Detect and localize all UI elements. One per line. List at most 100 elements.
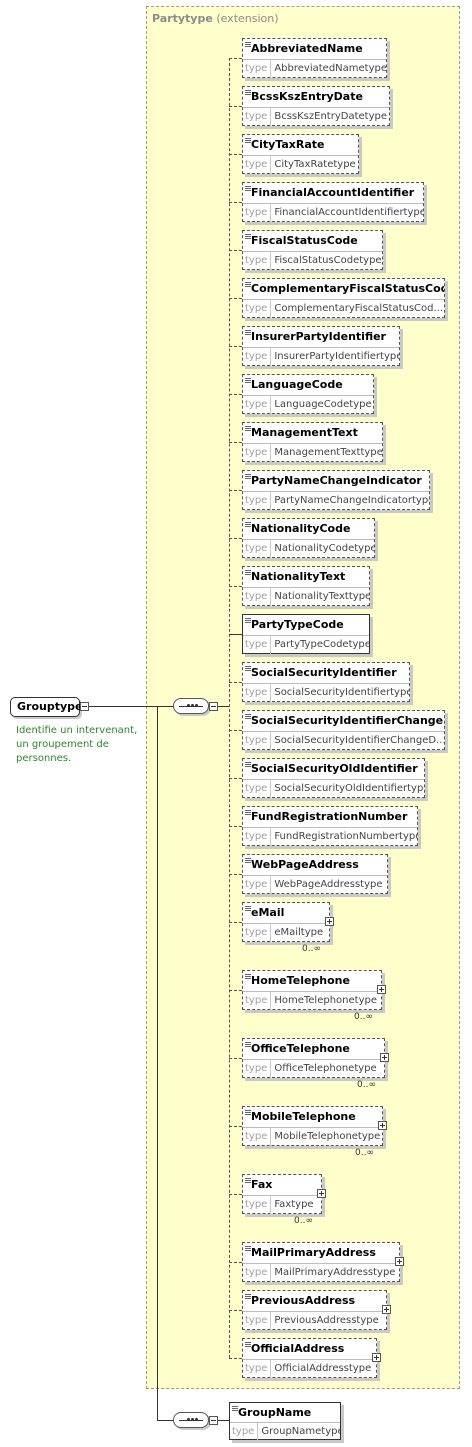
cardinality-label: 0..∞ <box>355 1148 374 1158</box>
element-connector <box>229 1310 242 1311</box>
element-name: WebPageAddress <box>251 858 359 871</box>
list-icon-bar <box>245 668 251 669</box>
type-value: BcssKszEntryDatetype <box>274 111 387 122</box>
expand-icon[interactable] <box>380 1053 389 1062</box>
element-name: FundRegistrationNumber <box>251 810 408 823</box>
type-value: HomeTelephonetype <box>274 995 377 1006</box>
cardinality-label: 0..∞ <box>302 944 321 954</box>
list-icon-bar <box>245 1246 251 1247</box>
element-connector <box>229 58 242 59</box>
list-icon-bar <box>245 1294 251 1295</box>
expand-icon[interactable] <box>395 1257 404 1266</box>
list-icon-bar <box>245 382 251 383</box>
list-icon-bar <box>245 862 251 863</box>
element-connector <box>229 202 242 203</box>
element-connector <box>229 778 242 779</box>
element-name: SocialSecurityOldIdentifier <box>251 762 418 775</box>
element-list-icon <box>245 378 251 384</box>
type-value: PreviousAddresstype <box>274 1315 379 1326</box>
element-name: HomeTelephone <box>251 974 350 987</box>
sequence-dot <box>191 704 194 707</box>
list-icon-bar <box>245 858 251 859</box>
element-name: FiscalStatusCode <box>251 234 358 247</box>
list-icon-bar <box>245 330 251 331</box>
type-keyword: type <box>243 60 272 78</box>
element-name: eMail <box>251 906 285 919</box>
expand-icon[interactable] <box>325 917 334 926</box>
element-list-icon <box>245 426 251 432</box>
list-icon-bar <box>245 622 251 623</box>
expand-icon[interactable] <box>372 1353 381 1362</box>
root-element[interactable]: Grouptype <box>10 697 83 717</box>
element-name: InsurerPartyIdentifier <box>251 330 386 343</box>
element-connector <box>229 586 242 587</box>
expand-icon[interactable] <box>378 1121 387 1130</box>
list-icon-bar <box>245 522 251 523</box>
type-value: PartyNameChangeIndicatortype <box>274 495 429 506</box>
element-list-icon <box>245 1178 251 1184</box>
sequence-compositor[interactable] <box>173 698 209 714</box>
list-icon-bar <box>245 1298 251 1299</box>
type-keyword: type <box>243 444 272 462</box>
element-name: SocialSecurityIdentifier <box>251 666 397 679</box>
element-name: SocialSecurityIdentifierChangeD... <box>251 714 444 727</box>
expand-icon[interactable] <box>382 1305 391 1314</box>
list-icon-bar <box>245 716 251 717</box>
sequence-compositor-bottom[interactable] <box>173 1412 209 1428</box>
expand-icon[interactable] <box>377 985 386 994</box>
root-element-name: Grouptype <box>17 700 83 713</box>
list-icon-bar <box>245 476 251 477</box>
sequence-collapse-icon[interactable] <box>209 702 218 711</box>
list-icon-bar <box>245 92 251 93</box>
list-icon-bar <box>245 620 251 621</box>
element-connector <box>229 1194 242 1195</box>
type-keyword: type <box>243 780 272 798</box>
doc-line: personnes. <box>16 753 72 764</box>
element-name: OfficeTelephone <box>251 1042 350 1055</box>
sequence-spine <box>229 58 230 1358</box>
root-collapse-icon[interactable] <box>80 702 89 711</box>
element-connector <box>229 394 242 395</box>
list-icon-bar <box>232 1410 238 1411</box>
list-icon-bar <box>245 90 251 91</box>
type-value: LanguageCodetype <box>274 399 372 410</box>
list-icon-bar <box>245 666 251 667</box>
element-name: NationalityCode <box>251 522 351 535</box>
list-icon-bar <box>245 1248 251 1249</box>
sequence-collapse-icon[interactable] <box>209 1416 218 1425</box>
expand-icon[interactable] <box>317 1189 326 1198</box>
list-icon-bar <box>245 1114 251 1115</box>
cardinality-label: 0..∞ <box>357 1080 376 1090</box>
